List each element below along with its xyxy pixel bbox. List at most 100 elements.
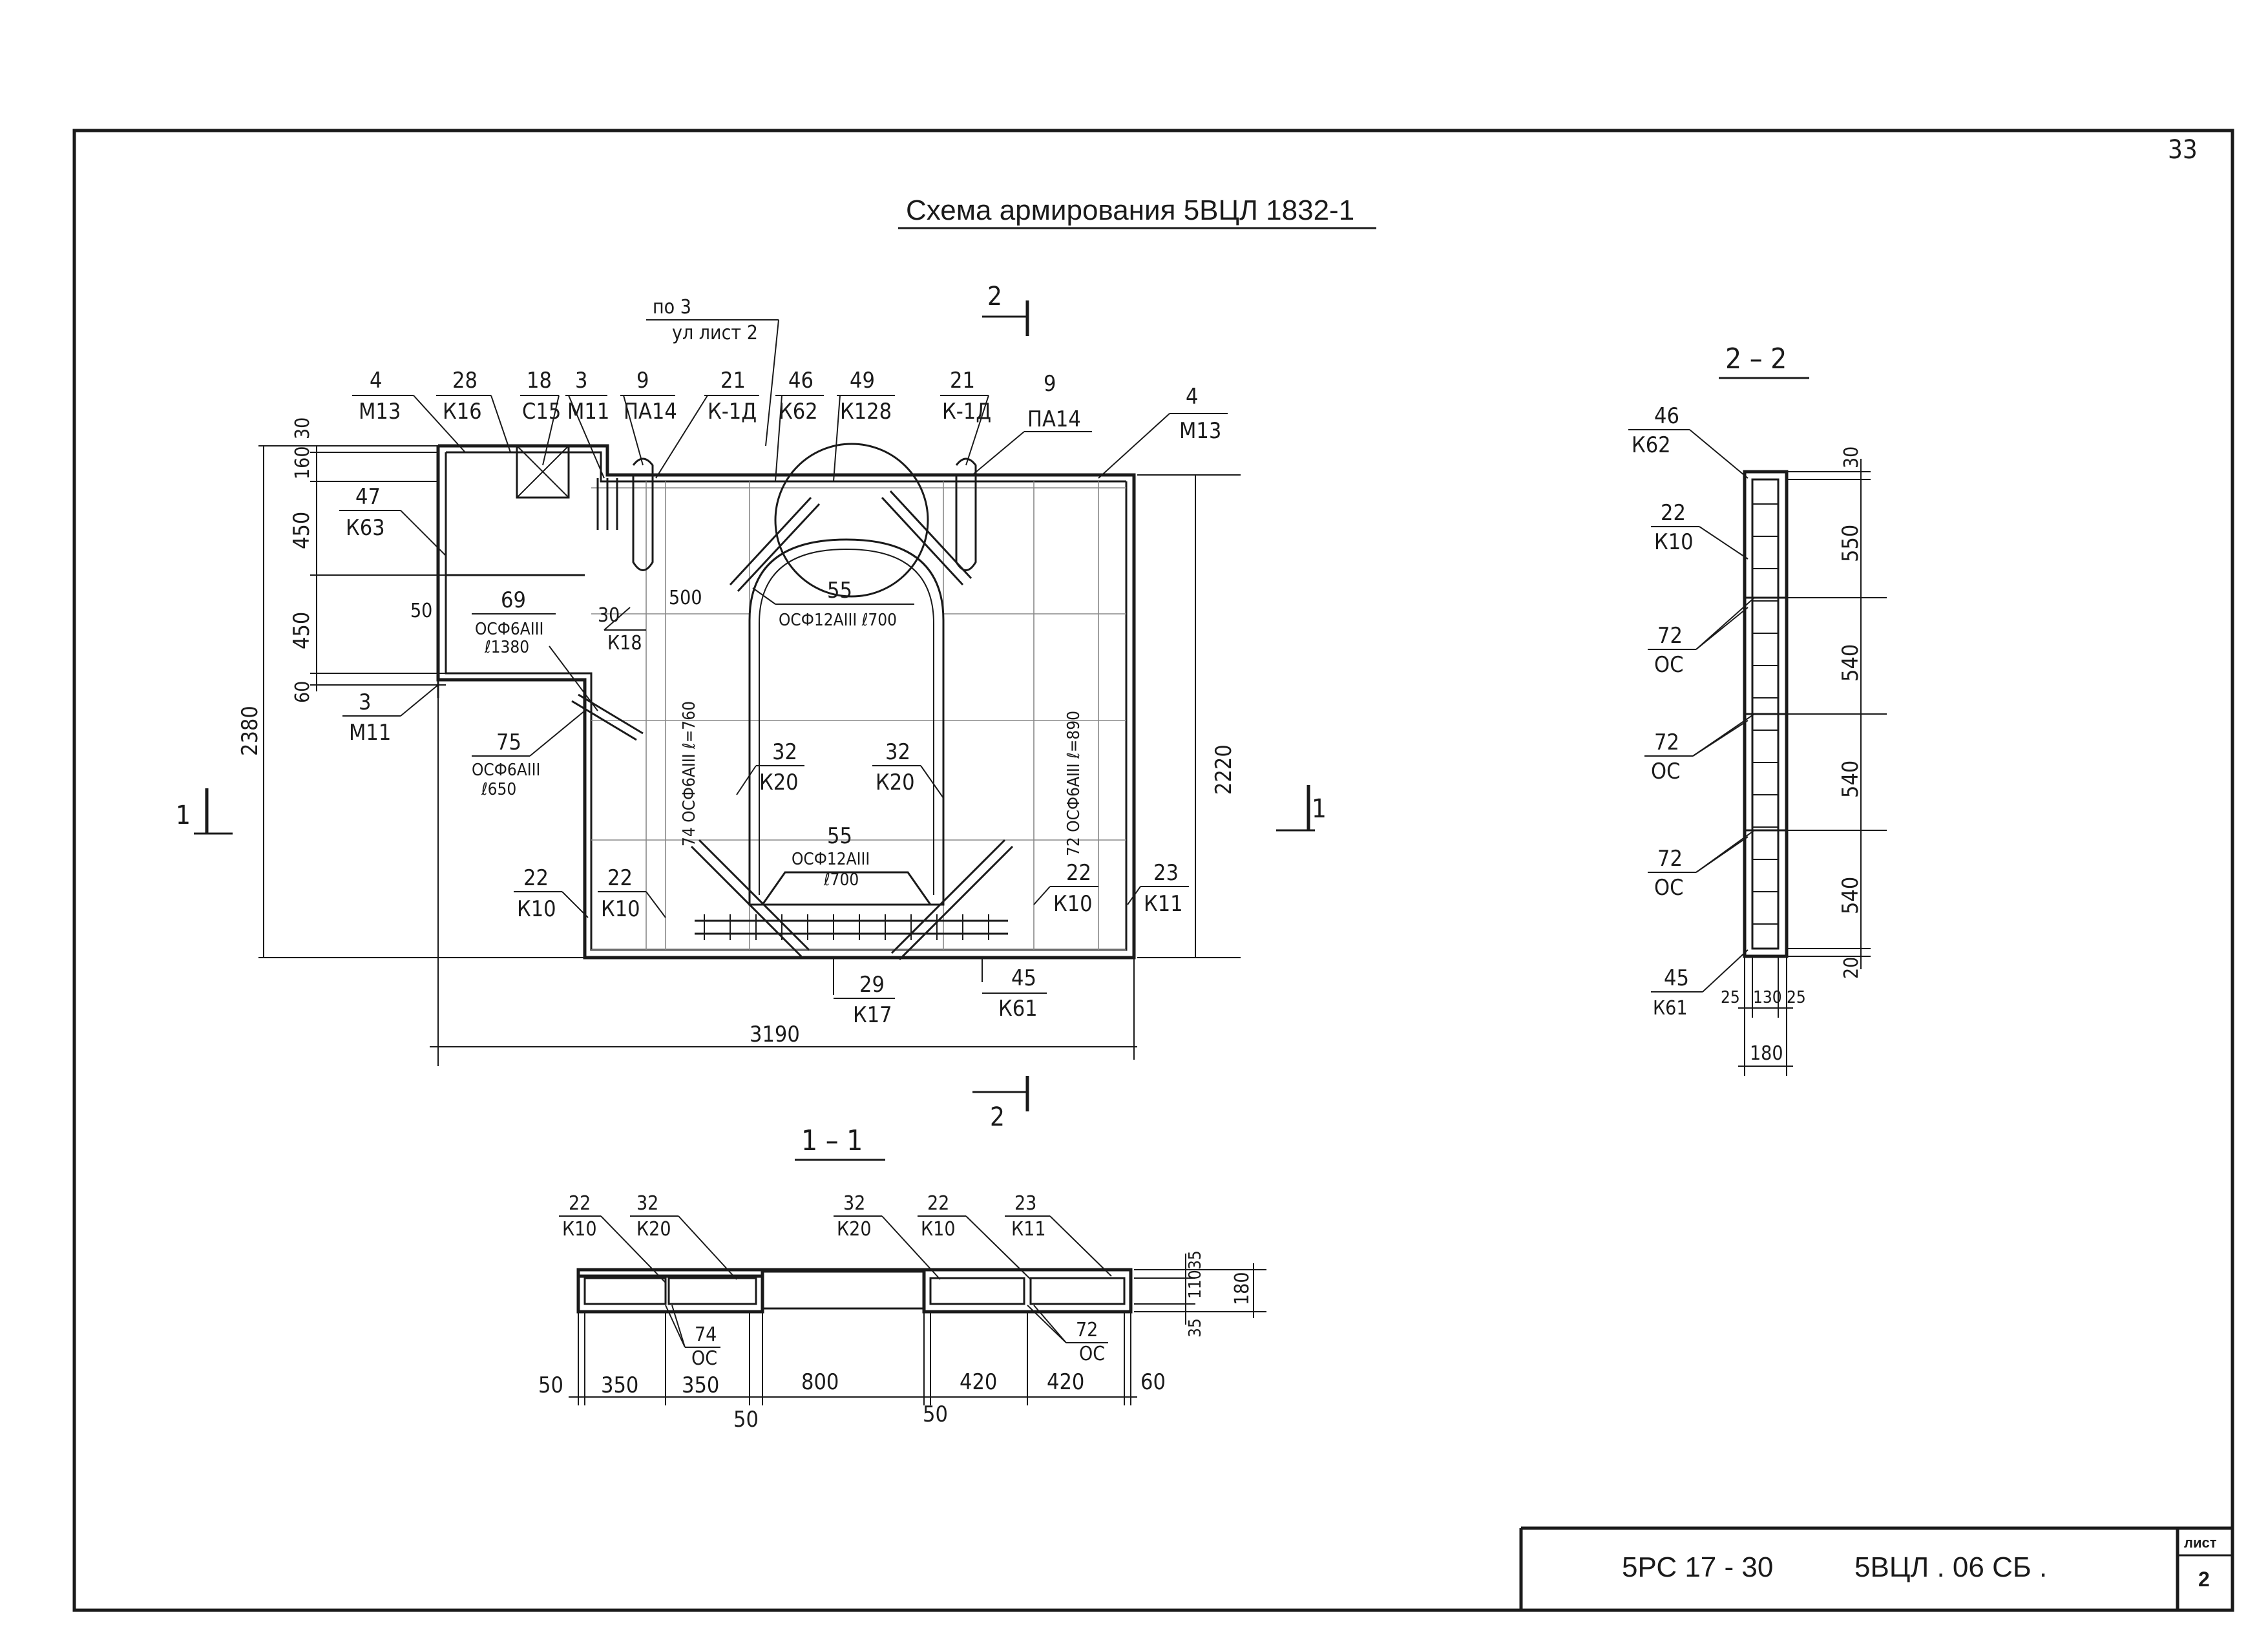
svg-text:К62: К62 <box>779 399 818 425</box>
dim-60: 60 <box>291 681 314 703</box>
svg-text:ОСФ6АIII: ОСФ6АIII <box>475 620 543 639</box>
svg-text:ПА14: ПА14 <box>1027 406 1081 432</box>
s22-leader-72-oc-a: 72 ОС <box>1648 597 1755 678</box>
svg-text:К20: К20 <box>876 770 915 795</box>
arch-opening <box>748 538 945 906</box>
svg-text:ул лист 2: ул лист 2 <box>672 322 758 344</box>
svg-text:ОС: ОС <box>1651 759 1680 784</box>
s11-leader-74-oc: 74 ОС <box>665 1305 720 1370</box>
svg-text:1: 1 <box>1312 794 1327 824</box>
svg-text:К10: К10 <box>1053 891 1093 917</box>
svg-text:49: 49 <box>850 368 875 394</box>
leader-4-m13-left: 4 М13 <box>352 368 466 453</box>
svg-text:9: 9 <box>636 368 649 394</box>
sheet-frame <box>72 129 2234 1612</box>
svg-text:22: 22 <box>607 865 633 891</box>
svg-text:20: 20 <box>1840 957 1863 979</box>
leader-69: 69 ОСФ6АIII ℓ1380 <box>472 587 598 711</box>
svg-text:180: 180 <box>1750 1042 1783 1065</box>
s11-leader-22-k10-b: 22 К10 <box>918 1192 1031 1280</box>
dim-500: 500 <box>669 587 702 609</box>
section-2-2: 2 – 2 46 К <box>1628 342 1887 1076</box>
svg-text:32: 32 <box>636 1192 658 1215</box>
svg-text:21: 21 <box>720 368 746 394</box>
svg-text:ОСФ12АIII: ОСФ12АIII <box>792 850 870 869</box>
svg-text:ОС: ОС <box>691 1347 717 1370</box>
s11-leader-32-k20-b: 32 К20 <box>834 1192 941 1280</box>
label-72-vertical: 72 ОСФ6АIII ℓ=890 <box>1064 711 1084 856</box>
s11-leader-23-k11: 23 К11 <box>1005 1192 1112 1277</box>
leader-28-k16: 28 К16 <box>436 368 511 453</box>
svg-text:72: 72 <box>1657 846 1683 872</box>
svg-text:50: 50 <box>923 1402 948 1427</box>
stamp-sheet-number: 2 <box>2198 1568 2210 1591</box>
svg-text:550: 550 <box>1838 525 1864 562</box>
svg-text:К63: К63 <box>346 515 385 541</box>
leader-32-k20-left: 32 К20 <box>736 739 804 795</box>
svg-text:К128: К128 <box>840 399 892 425</box>
s11-leader-72-oc: 72 ОС <box>1027 1305 1108 1365</box>
svg-text:ОС: ОС <box>1079 1343 1105 1365</box>
leader-21-k1d-right: 21 К-1Д <box>940 368 991 466</box>
dim-2380: 2380 <box>237 706 263 756</box>
stamp-doc-number: 5РС 17 - 30 <box>1622 1551 1773 1583</box>
svg-text:350: 350 <box>601 1372 638 1398</box>
leader-21-k1d-left: 21 К-1Д <box>655 368 759 479</box>
leader-32-k20-right: 32 К20 <box>872 739 944 799</box>
leader-22-k10-a: 22 К10 <box>514 865 589 922</box>
svg-text:М11: М11 <box>567 399 609 425</box>
svg-text:23: 23 <box>1014 1192 1036 1215</box>
svg-text:3: 3 <box>575 368 587 394</box>
leader-9-pa14-right: 9 ПА14 <box>972 371 1092 476</box>
svg-text:540: 540 <box>1838 644 1864 682</box>
svg-text:22: 22 <box>1661 500 1686 526</box>
svg-text:35: 35 <box>1186 1318 1205 1338</box>
svg-text:ОСФ6АIII: ОСФ6АIII <box>472 761 540 780</box>
section-2-2-title: 2 – 2 <box>1725 342 1787 375</box>
svg-text:2: 2 <box>987 282 1002 311</box>
svg-text:75: 75 <box>496 730 521 755</box>
leader-18-c15: 18 С15 <box>520 368 561 466</box>
leader-46-k62-plan: 46 К62 <box>775 368 824 482</box>
svg-text:110: 110 <box>1186 1270 1205 1299</box>
round-opening <box>774 443 929 598</box>
svg-text:М13: М13 <box>1179 418 1221 444</box>
svg-text:К16: К16 <box>443 399 482 425</box>
svg-text:К62: К62 <box>1632 432 1671 458</box>
svg-text:32: 32 <box>843 1192 865 1215</box>
svg-text:К18: К18 <box>607 632 642 655</box>
svg-text:130: 130 <box>1753 988 1782 1007</box>
svg-text:К10: К10 <box>517 896 556 922</box>
page-number: 33 <box>2168 135 2198 165</box>
svg-text:К20: К20 <box>837 1218 872 1241</box>
leader-47-k63: 47 К63 <box>339 484 446 556</box>
leader-4-m13-right: 4 М13 <box>1098 384 1228 479</box>
svg-text:22: 22 <box>569 1192 591 1215</box>
plan-view: 2380 30 160 450 450 60 2220 3190 2 <box>176 282 1327 1132</box>
svg-text:К10: К10 <box>601 896 640 922</box>
dim-50-plan: 50 <box>410 600 432 622</box>
label-74-vertical: 74 ОСФ6АIII ℓ=760 <box>680 701 699 846</box>
svg-text:74: 74 <box>695 1323 717 1346</box>
svg-text:М13: М13 <box>359 399 401 425</box>
svg-text:К11: К11 <box>1011 1218 1046 1241</box>
leader-45-k61-plan: 45 К61 <box>982 965 1047 1022</box>
svg-text:ОС: ОС <box>1654 875 1683 901</box>
s22-leader-46-k62: 46 К62 <box>1628 403 1748 479</box>
svg-text:420: 420 <box>960 1369 997 1395</box>
svg-text:55: 55 <box>827 823 852 849</box>
svg-text:22: 22 <box>1066 860 1091 886</box>
leader-23-k11: 23 К11 <box>1127 860 1189 917</box>
svg-text:К10: К10 <box>562 1218 597 1241</box>
note-pos3: по 3 ул лист 2 <box>646 296 779 446</box>
s22-leader-72-oc-b: 72 ОС <box>1644 713 1755 784</box>
svg-text:22: 22 <box>927 1192 949 1215</box>
leader-29-k17: 29 К17 <box>834 972 895 1028</box>
svg-text:45: 45 <box>1011 965 1036 991</box>
leader-9-pa14-left: 9 ПА14 <box>620 368 677 466</box>
svg-text:К11: К11 <box>1144 891 1183 917</box>
svg-text:45: 45 <box>1664 965 1689 991</box>
stamp-block: 5РС 17 - 30 5ВЦЛ . 06 СБ . лист 2 <box>1519 1526 2232 1610</box>
dim-2220: 2220 <box>1211 744 1237 795</box>
